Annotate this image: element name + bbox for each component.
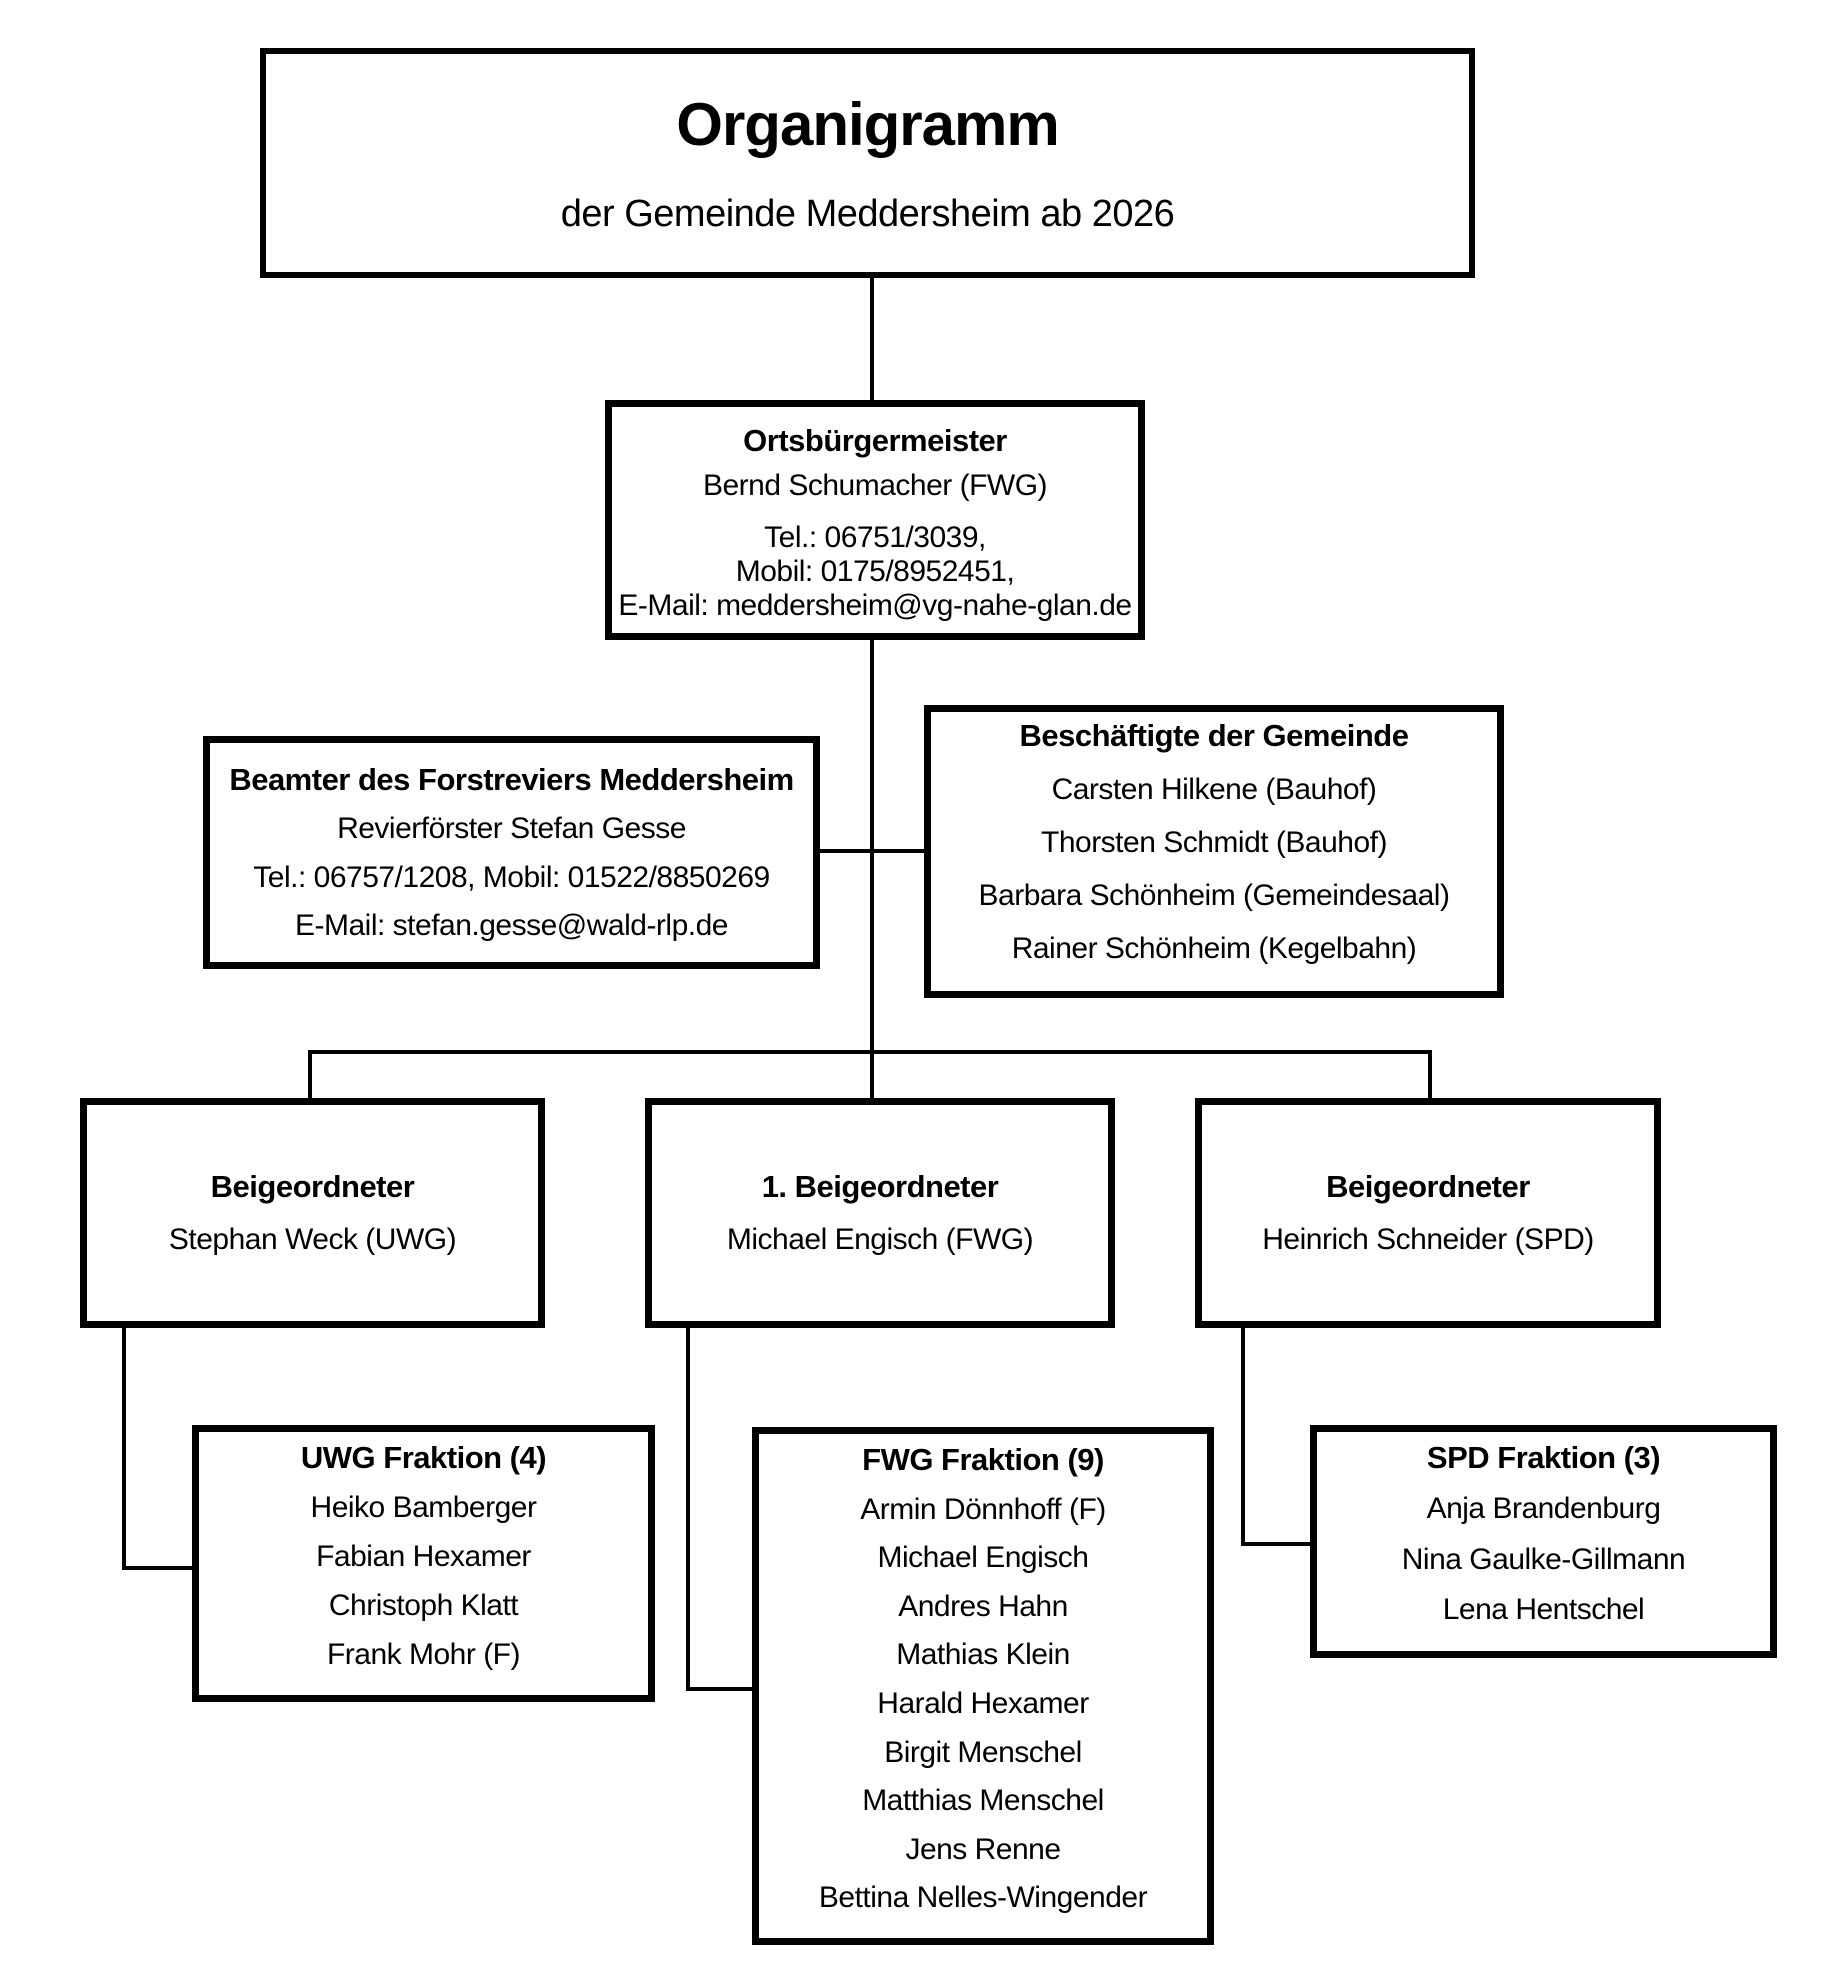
deputy-role-title: Beigeordneter bbox=[210, 1169, 415, 1204]
faction-title: FWG Fraktion (9) bbox=[862, 1442, 1104, 1477]
employees-title: Beschäftigte der Gemeinde bbox=[1019, 718, 1409, 753]
connector-fwg-horizontal bbox=[686, 1687, 756, 1691]
connector-deputies-split bbox=[308, 1050, 1432, 1054]
member-name: Mathias Klein bbox=[896, 1638, 1070, 1672]
member-name: Bettina Nelles-Wingender bbox=[818, 1881, 1148, 1915]
connector-uwg-horizontal bbox=[122, 1566, 197, 1570]
mayor-name: Bernd Schumacher (FWG) bbox=[702, 469, 1048, 502]
connector-drop-deputy-left bbox=[308, 1050, 312, 1098]
member-name: Jens Renne bbox=[905, 1832, 1061, 1866]
employees-box: Beschäftigte der Gemeinde Carsten Hilken… bbox=[924, 705, 1504, 998]
deputy-box-spd: Beigeordneter Heinrich Schneider (SPD) bbox=[1195, 1098, 1661, 1328]
member-name: Rainer Schönheim (Kegelbahn) bbox=[1011, 932, 1417, 965]
connector-fwg-vertical bbox=[686, 1328, 690, 1691]
page-subtitle: der Gemeinde Meddersheim ab 2026 bbox=[560, 193, 1175, 235]
chart-title-box: Organigramm der Gemeinde Meddersheim ab … bbox=[260, 48, 1475, 278]
deputy-box-first: 1. Beigeordneter Michael Engisch (FWG) bbox=[645, 1098, 1115, 1328]
member-name: Birgit Menschel bbox=[884, 1735, 1082, 1769]
deputy-name: Stephan Weck (UWG) bbox=[168, 1223, 457, 1256]
member-name: Carsten Hilkene (Bauhof) bbox=[1051, 773, 1377, 806]
member-name: Nina Gaulke-Gillmann bbox=[1401, 1542, 1686, 1576]
member-name: Harald Hexamer bbox=[877, 1686, 1089, 1720]
forest-officer-box: Beamter des Forstreviers Meddersheim Rev… bbox=[203, 736, 820, 969]
member-name: Christoph Klatt bbox=[328, 1589, 519, 1622]
member-name: Michael Engisch bbox=[877, 1541, 1089, 1575]
member-name: Lena Hentschel bbox=[1442, 1592, 1645, 1626]
forest-email: E-Mail: stefan.gesse@wald-rlp.de bbox=[295, 909, 728, 943]
employees-list: Carsten Hilkene (Bauhof) Thorsten Schmidt… bbox=[933, 754, 1495, 985]
mayor-phone: Tel.: 06751/3039, bbox=[764, 521, 986, 554]
forest-phone: Tel.: 06757/1208, Mobil: 01522/8850269 bbox=[253, 860, 770, 894]
faction-box-fwg: FWG Fraktion (9) Armin Dönnhoff (F) Micha… bbox=[752, 1427, 1214, 1945]
member-name: Armin Dönnhoff (F) bbox=[860, 1492, 1106, 1526]
connector-mayor-trunk bbox=[870, 640, 874, 1098]
connector-drop-deputy-right bbox=[1428, 1050, 1432, 1098]
connector-spd-horizontal bbox=[1241, 1542, 1314, 1546]
page-title: Organigramm bbox=[676, 91, 1059, 158]
forest-name: Revierförster Stefan Gesse bbox=[337, 812, 686, 846]
connector-forest-employees bbox=[820, 849, 924, 853]
member-name: Thorsten Schmidt (Bauhof) bbox=[1041, 826, 1388, 859]
forest-role-title: Beamter des Forstreviers Meddersheim bbox=[229, 761, 794, 797]
deputy-role-title: Beigeordneter bbox=[1326, 1169, 1530, 1204]
member-name: Anja Brandenburg bbox=[1426, 1492, 1661, 1526]
connector-title-to-mayor bbox=[870, 278, 874, 400]
member-name: Frank Mohr (F) bbox=[326, 1638, 521, 1671]
mayor-email: E-Mail: meddersheim@vg-nahe-glan.de bbox=[618, 589, 1132, 622]
deputy-box-uwg: Beigeordneter Stephan Weck (UWG) bbox=[80, 1098, 545, 1328]
connector-spd-vertical bbox=[1241, 1328, 1245, 1546]
member-name: Andres Hahn bbox=[898, 1589, 1068, 1623]
member-name: Heiko Bamberger bbox=[310, 1491, 537, 1524]
member-name: Fabian Hexamer bbox=[316, 1540, 531, 1573]
deputy-name: Heinrich Schneider (SPD) bbox=[1262, 1223, 1594, 1256]
mayor-role-title: Ortsbürgermeister bbox=[743, 423, 1007, 458]
faction-title: SPD Fraktion (3) bbox=[1426, 1440, 1661, 1475]
mayor-mobile: Mobil: 0175/8952451, bbox=[735, 555, 1015, 588]
faction-title: UWG Fraktion (4) bbox=[300, 1440, 547, 1475]
deputy-name: Michael Engisch (FWG) bbox=[726, 1223, 1034, 1256]
deputy-role-title: 1. Beigeordneter bbox=[761, 1169, 999, 1204]
member-name: Barbara Schönheim (Gemeindesaal) bbox=[978, 879, 1450, 912]
member-name: Matthias Menschel bbox=[862, 1784, 1104, 1818]
connector-uwg-vertical bbox=[122, 1328, 126, 1570]
mayor-box: Ortsbürgermeister Bernd Schumacher (FWG)… bbox=[605, 400, 1145, 640]
